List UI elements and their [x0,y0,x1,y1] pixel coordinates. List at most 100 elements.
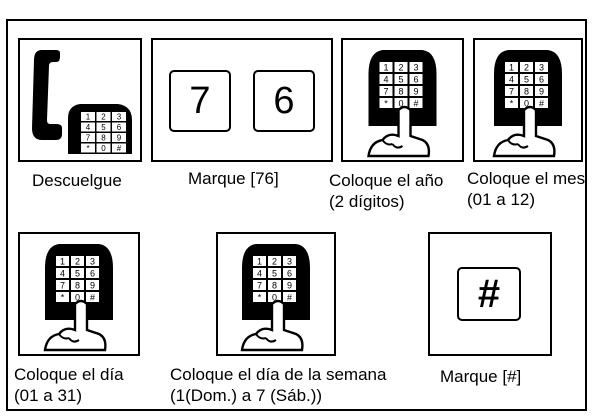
keypad-key [520,62,533,72]
step-label-year: Coloque el año (2 dígitos) [329,170,443,212]
keypad-key [86,292,99,302]
keypad-key [86,268,99,278]
keypad-key-label: 6 [539,75,544,85]
keypad-key [71,280,84,290]
label-line: Coloque el mes [467,169,586,188]
keypad-key-label: 8 [398,87,403,97]
keypad-key-label: 3 [90,257,95,267]
keypad-key [86,256,99,266]
keypad-key-label: 5 [524,75,529,85]
finger-icon [43,299,107,352]
keypad-key-label: 2 [272,257,277,267]
keypad-key-label: 3 [287,257,292,267]
keypad-key-label: 0 [398,99,403,109]
keypad-key [505,74,518,84]
keypad-key-label: 9 [90,281,95,291]
keypad-key [253,268,266,278]
finger-icon [367,105,431,158]
key-7: 7 [169,70,231,132]
label-line: Descuelgue [32,171,122,190]
keypad-key-label: 8 [272,281,277,291]
keypad-key-label: 4 [86,123,91,132]
keypad-key [86,280,99,290]
keypad-key [535,62,548,72]
keypad-key [379,98,393,108]
keypad-key [394,86,408,96]
keypad-key-label: 9 [287,281,292,291]
keypad-key [253,256,266,266]
step-label-month: Coloque el mes (01 a 12) [467,168,585,210]
keypad-key [283,292,296,302]
keypad-key-label: 5 [398,75,403,85]
keypad-key [505,86,518,96]
keypad-key-label: 6 [287,269,292,279]
keypad-key [81,133,95,142]
label-line: (01 a 12) [467,190,536,209]
keypad-key-label: 7 [257,281,262,291]
key-6: 6 [253,70,315,132]
keypad-key-label: # [287,293,292,303]
keypad-key-label: 1 [509,63,514,73]
keypad-key-label: 1 [86,113,91,122]
keypad-key-label: 3 [539,63,544,73]
keypad-key [71,268,84,278]
step-pound-box: # [428,232,552,356]
keypad-key-label: * [258,293,262,303]
keypad-key [520,74,533,84]
label-line: (1(Dom.) a 7 (Sáb.)) [170,386,323,405]
keypad-key [71,292,84,302]
keypad-key [81,112,95,121]
keypad-key [394,74,408,84]
keypad-key-label: 0 [272,293,277,303]
keypad-key-label: # [117,144,122,153]
label-line: Marque [#] [440,367,522,386]
keypad-key [112,133,126,142]
keypad-key [56,268,69,278]
keypad-key-label: 8 [101,134,106,143]
keypad-key [394,62,408,72]
keypad-key-label: * [61,293,65,303]
label-line: Coloque el año [329,171,444,190]
keypad-key [535,86,548,96]
step-label-day: Coloque el día (01 a 31) [14,364,124,406]
keypad-key-label: 0 [75,293,80,303]
pound-key-icon: # [457,267,521,321]
keypad-key-label: # [413,99,418,109]
step-label-dial-76: Marque [76] [188,168,279,189]
keypad-key [520,98,533,108]
keypad-key-label: 1 [60,257,65,267]
finger-icon [240,299,304,352]
keypad-key [253,280,266,290]
keypad-key [379,62,393,72]
label-line: Marque [76] [188,169,279,188]
keypad-key [409,86,423,96]
label-line: (01 a 31) [14,386,83,405]
keypad-key-label: 9 [539,87,544,97]
step-label-pound: Marque [#] [440,366,521,387]
keypad-key-label: # [90,293,95,303]
finger-icon [492,105,556,158]
keypad-key-label: 4 [383,75,388,85]
keypad-key-label: 3 [117,113,122,122]
keypad-key [535,98,548,108]
keypad-key [520,86,533,96]
keypad-key-label: # [539,99,544,109]
keypad-key [409,98,423,108]
keypad-key-label: 6 [90,269,95,279]
keypad-key [268,268,281,278]
keypad-key-label: 5 [75,269,80,279]
keypad-key-label: 7 [383,87,388,97]
keypad-key-label: 9 [117,134,122,143]
keypad-key [71,256,84,266]
keypad-key-label: 5 [272,269,277,279]
keypad-key-label: * [510,99,514,109]
keypad-key [379,86,393,96]
